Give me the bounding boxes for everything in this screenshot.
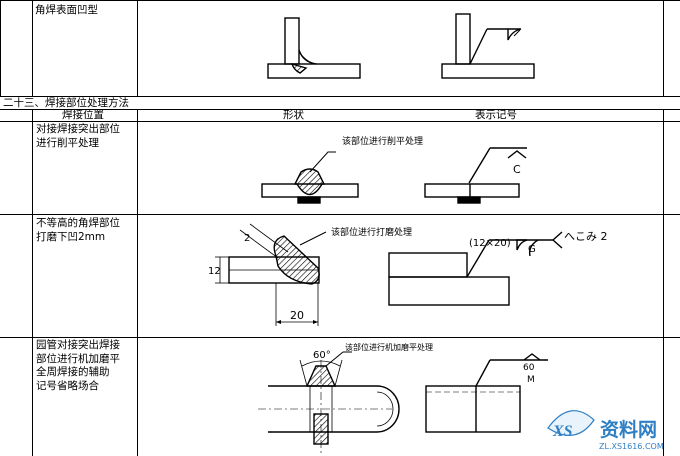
butt-weld-shape	[261, 151, 359, 204]
butt-weld-symbol	[424, 147, 527, 204]
rule	[0, 96, 680, 97]
symbol-60: 60	[523, 363, 535, 373]
header-weld-position: 焊接位置	[62, 109, 104, 121]
row1-label: 对接焊接突出部位 进行削平处理	[36, 123, 120, 150]
symbol-paren: (12×20)	[469, 238, 511, 249]
row2-label: 不等高的角焊部位 打磨下凹2mm	[36, 217, 120, 244]
rule	[137, 0, 138, 97]
rule	[0, 109, 680, 110]
watermark-logo: XS	[552, 423, 573, 440]
rule	[0, 0, 1, 97]
watermark: XS 资料网 ZL.XS1616.COM	[547, 410, 664, 451]
rule	[0, 0, 680, 1]
label-line: 部位进行机加磨平	[36, 352, 120, 365]
label-line: 记号省略场合	[36, 379, 99, 392]
rule	[663, 109, 664, 456]
watermark-url: ZL.XS1616.COM	[599, 442, 664, 451]
symbol-g: G	[528, 244, 536, 255]
unequal-fillet-symbol	[388, 231, 563, 306]
rule	[0, 337, 680, 338]
header-symbol: 表示记号	[475, 109, 517, 121]
symbol-c: C	[513, 163, 521, 176]
label-line: 打磨下凹2mm	[36, 230, 106, 243]
fillet-concave-symbol	[441, 13, 535, 79]
note-row2: 该部位进行打磨处理	[331, 226, 412, 238]
label-line: 对接焊接突出部位	[36, 123, 120, 135]
rule	[0, 121, 680, 122]
watermark-brand: 资料网	[600, 418, 657, 441]
angle-60: 60°	[313, 350, 331, 361]
label-line: 园管对接突出焊接	[36, 339, 120, 351]
dim-20: 20	[290, 309, 304, 322]
pipe-symbol	[425, 353, 548, 433]
rule	[137, 109, 138, 456]
note-row1: 该部位进行削平处理	[342, 135, 423, 147]
note-row3: 该部位进行机加磨平处理	[345, 342, 433, 352]
dim-12: 12	[208, 266, 221, 277]
rule	[663, 0, 664, 97]
fillet-concave-shape	[267, 17, 361, 79]
row-top-label: 角焊表面凹型	[35, 4, 98, 16]
label-line: 不等高的角焊部位	[36, 217, 120, 229]
header-shape: 形状	[283, 109, 304, 121]
rule	[32, 0, 33, 97]
label-line: 进行削平处理	[36, 136, 99, 149]
rule	[32, 109, 33, 456]
symbol-m: M	[527, 375, 535, 385]
unequal-fillet-shape	[215, 223, 327, 326]
section-title: 二十三、焊接部位处理方法	[3, 97, 129, 109]
dim-2: 2	[244, 233, 250, 244]
symbol-jp: へこみ 2	[564, 230, 608, 243]
label-line: 全周焊接的辅助	[36, 366, 110, 378]
rule	[0, 214, 680, 215]
pipe-shape	[258, 351, 400, 456]
row3-label: 园管对接突出焊接 部位进行机加磨平 全周焊接的辅助 记号省略场合	[36, 339, 120, 393]
